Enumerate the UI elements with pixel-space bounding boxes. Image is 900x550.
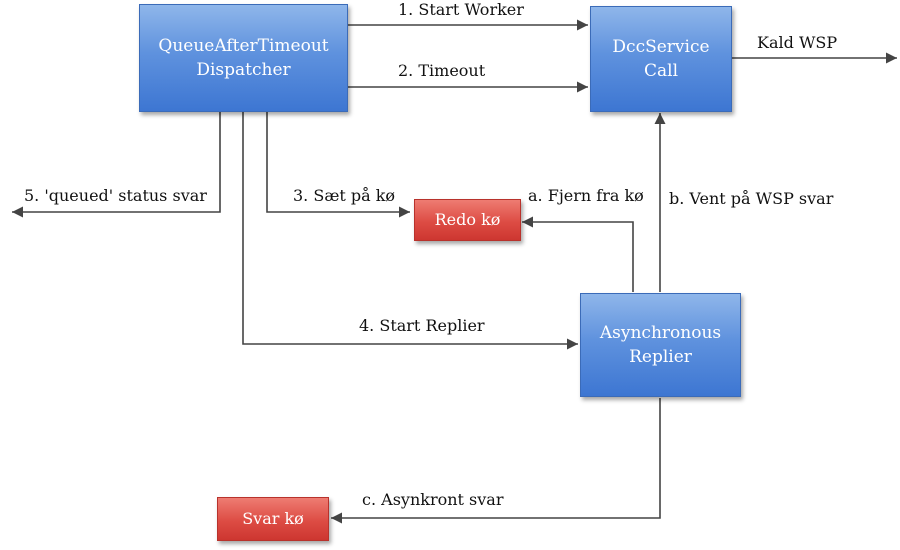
edge-label-call-wsp: Kald WSP <box>757 33 838 52</box>
reply-queue-label: Svar kø <box>242 509 304 528</box>
arrow-start-replier <box>242 112 578 350</box>
arrow-async-reply <box>331 398 661 524</box>
edge-label-remove-from-queue: a. Fjern fra kø <box>528 186 644 205</box>
edge-label-queued-status: 5. 'queued' status svar <box>24 186 207 205</box>
redo-queue-box: Redo kø <box>414 199 521 241</box>
redo-queue-label: Redo kø <box>434 210 501 229</box>
edge-label-start-replier: 4. Start Replier <box>359 316 485 335</box>
dispatcher-label-line1: QueueAfterTimeout <box>158 36 329 56</box>
async-replier-label-line2: Replier <box>629 347 692 367</box>
dcc-service-label-line1: DccService <box>612 37 710 57</box>
edge-label-put-on-queue: 3. Sæt på kø <box>293 186 396 205</box>
edge-label-wait-wsp-reply: b. Vent på WSP svar <box>669 189 834 208</box>
edge-label-async-reply: c. Asynkront svar <box>362 490 504 509</box>
async-replier-label-line1: Asynchronous <box>599 323 722 343</box>
dispatcher-box: QueueAfterTimeout Dispatcher <box>139 4 348 112</box>
edge-label-start-worker: 1. Start Worker <box>398 0 524 19</box>
reply-queue-box: Svar kø <box>217 497 329 541</box>
arrow-put-on-queue <box>266 112 410 218</box>
edge-label-timeout: 2. Timeout <box>398 61 486 80</box>
arrow-queued-status <box>12 112 221 218</box>
dispatcher-label-line2: Dispatcher <box>196 60 291 80</box>
asynchronous-replier-box: Asynchronous Replier <box>580 293 741 397</box>
arrow-remove-from-queue <box>522 216 634 292</box>
dcc-service-call-box: DccService Call <box>590 6 732 112</box>
dcc-service-label-line2: Call <box>643 61 679 81</box>
